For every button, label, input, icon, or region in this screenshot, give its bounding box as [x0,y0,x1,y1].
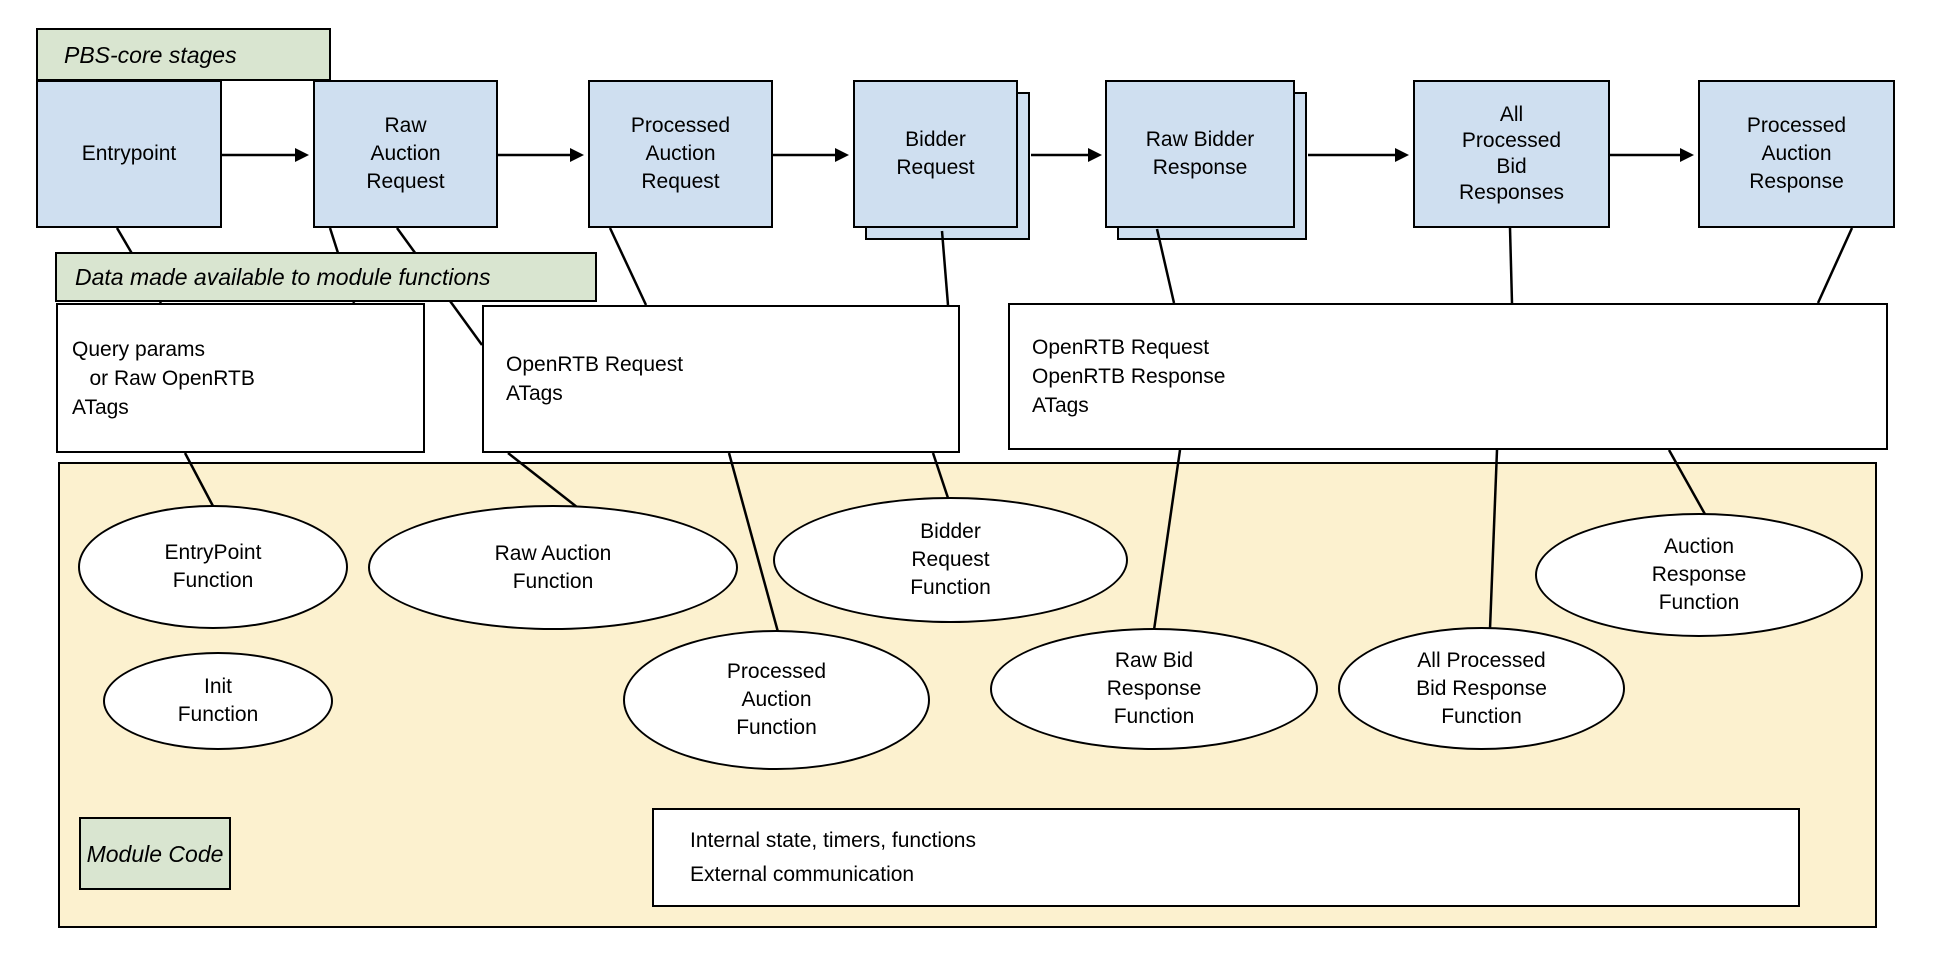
fn-label: Processed Auction Function [726,660,827,739]
connector-data2-to-processed-auction-fn [727,452,780,633]
stage-all-processed-bid-responses: All Processed Bid Responses [1413,80,1610,228]
data-box-text: OpenRTB Request ATags [506,353,684,405]
stage-label: Raw Auction Request [366,114,445,193]
fn-label: Init Function [177,675,259,726]
fn-bidder-request: Bidder Request Function [773,497,1128,623]
data-box-openrtb-request-response: OpenRTB Request OpenRTB Response ATags [1008,303,1888,450]
module-internal-box: Internal state, timers, functions Extern… [652,808,1800,907]
connector-data2-to-raw-auction-fn [507,452,583,512]
fn-label: EntryPoint Function [164,541,262,592]
stage-processed-auction-response: Processed Auction Response [1698,80,1895,228]
fn-raw-auction: Raw Auction Function [368,505,738,630]
fn-auction-response: Auction Response Function [1535,513,1863,637]
stage-bidder-request: Bidder Request [853,80,1018,228]
stage-label: Bidder Request [896,128,975,179]
connector-data2-to-bidder-request-fn [931,452,952,505]
fn-all-processed-bid-response: All Processed Bid Response Function [1338,627,1625,750]
stage-label: Processed Auction Response [1746,114,1847,193]
connector-data3-to-raw-bid-response-fn [1152,449,1182,631]
fn-entrypoint: EntryPoint Function [78,505,348,629]
connector-data1-to-entrypoint-fn [183,452,216,509]
fn-label: Raw Bid Response Function [1106,649,1202,728]
connector-bidder-request-to-data2 [940,230,950,306]
module-internal-text: Internal state, timers, functions Extern… [690,828,976,886]
connector-data3-to-auction-response-fn [1667,449,1708,517]
pbs-core-stages-text: PBS-core stages [64,41,237,68]
stage-processed-auction-request: Processed Auction Request [588,80,773,228]
stage-label: Processed Auction Request [630,114,731,193]
connector-all-processed-to-data3 [1508,227,1514,304]
connector-raw-bidder-response-to-data3 [1155,228,1176,304]
stage-label: Entrypoint [81,142,177,165]
connector-auction-response-to-data3 [1816,227,1854,304]
data-box-openrtb-request: OpenRTB Request ATags [482,305,960,453]
data-available-text: Data made available to module functions [75,264,491,290]
fn-init: Init Function [103,652,333,750]
data-box-query-params: Query params or Raw OpenRTB ATags [56,303,425,453]
connector-data3-to-all-processed-fn [1488,449,1499,630]
stage-entrypoint: Entrypoint [36,80,222,228]
stage-raw-auction-request: Raw Auction Request [313,80,498,228]
data-box-text: Query params or Raw OpenRTB ATags [72,337,255,419]
fn-label: Auction Response Function [1651,535,1747,614]
data-available-label: Data made available to module functions [55,252,597,302]
connector-processed-auction-to-data2 [608,227,648,306]
module-code-label: Module Code [79,817,231,890]
fn-processed-auction: Processed Auction Function [623,630,930,770]
data-box-text: OpenRTB Request OpenRTB Response ATags [1032,336,1226,417]
fn-label: Bidder Request Function [910,520,991,599]
stage-label: All Processed Bid Responses [1458,103,1565,204]
fn-raw-bid-response: Raw Bid Response Function [990,628,1318,750]
stage-raw-bidder-response: Raw Bidder Response [1105,80,1295,228]
fn-label: Raw Auction Function [494,541,612,593]
fn-label: All Processed Bid Response Function [1416,648,1547,728]
stage-label: Raw Bidder Response [1145,128,1255,179]
pbs-core-stages-label: PBS-core stages [36,28,331,81]
module-code-text: Module Code [86,840,224,867]
